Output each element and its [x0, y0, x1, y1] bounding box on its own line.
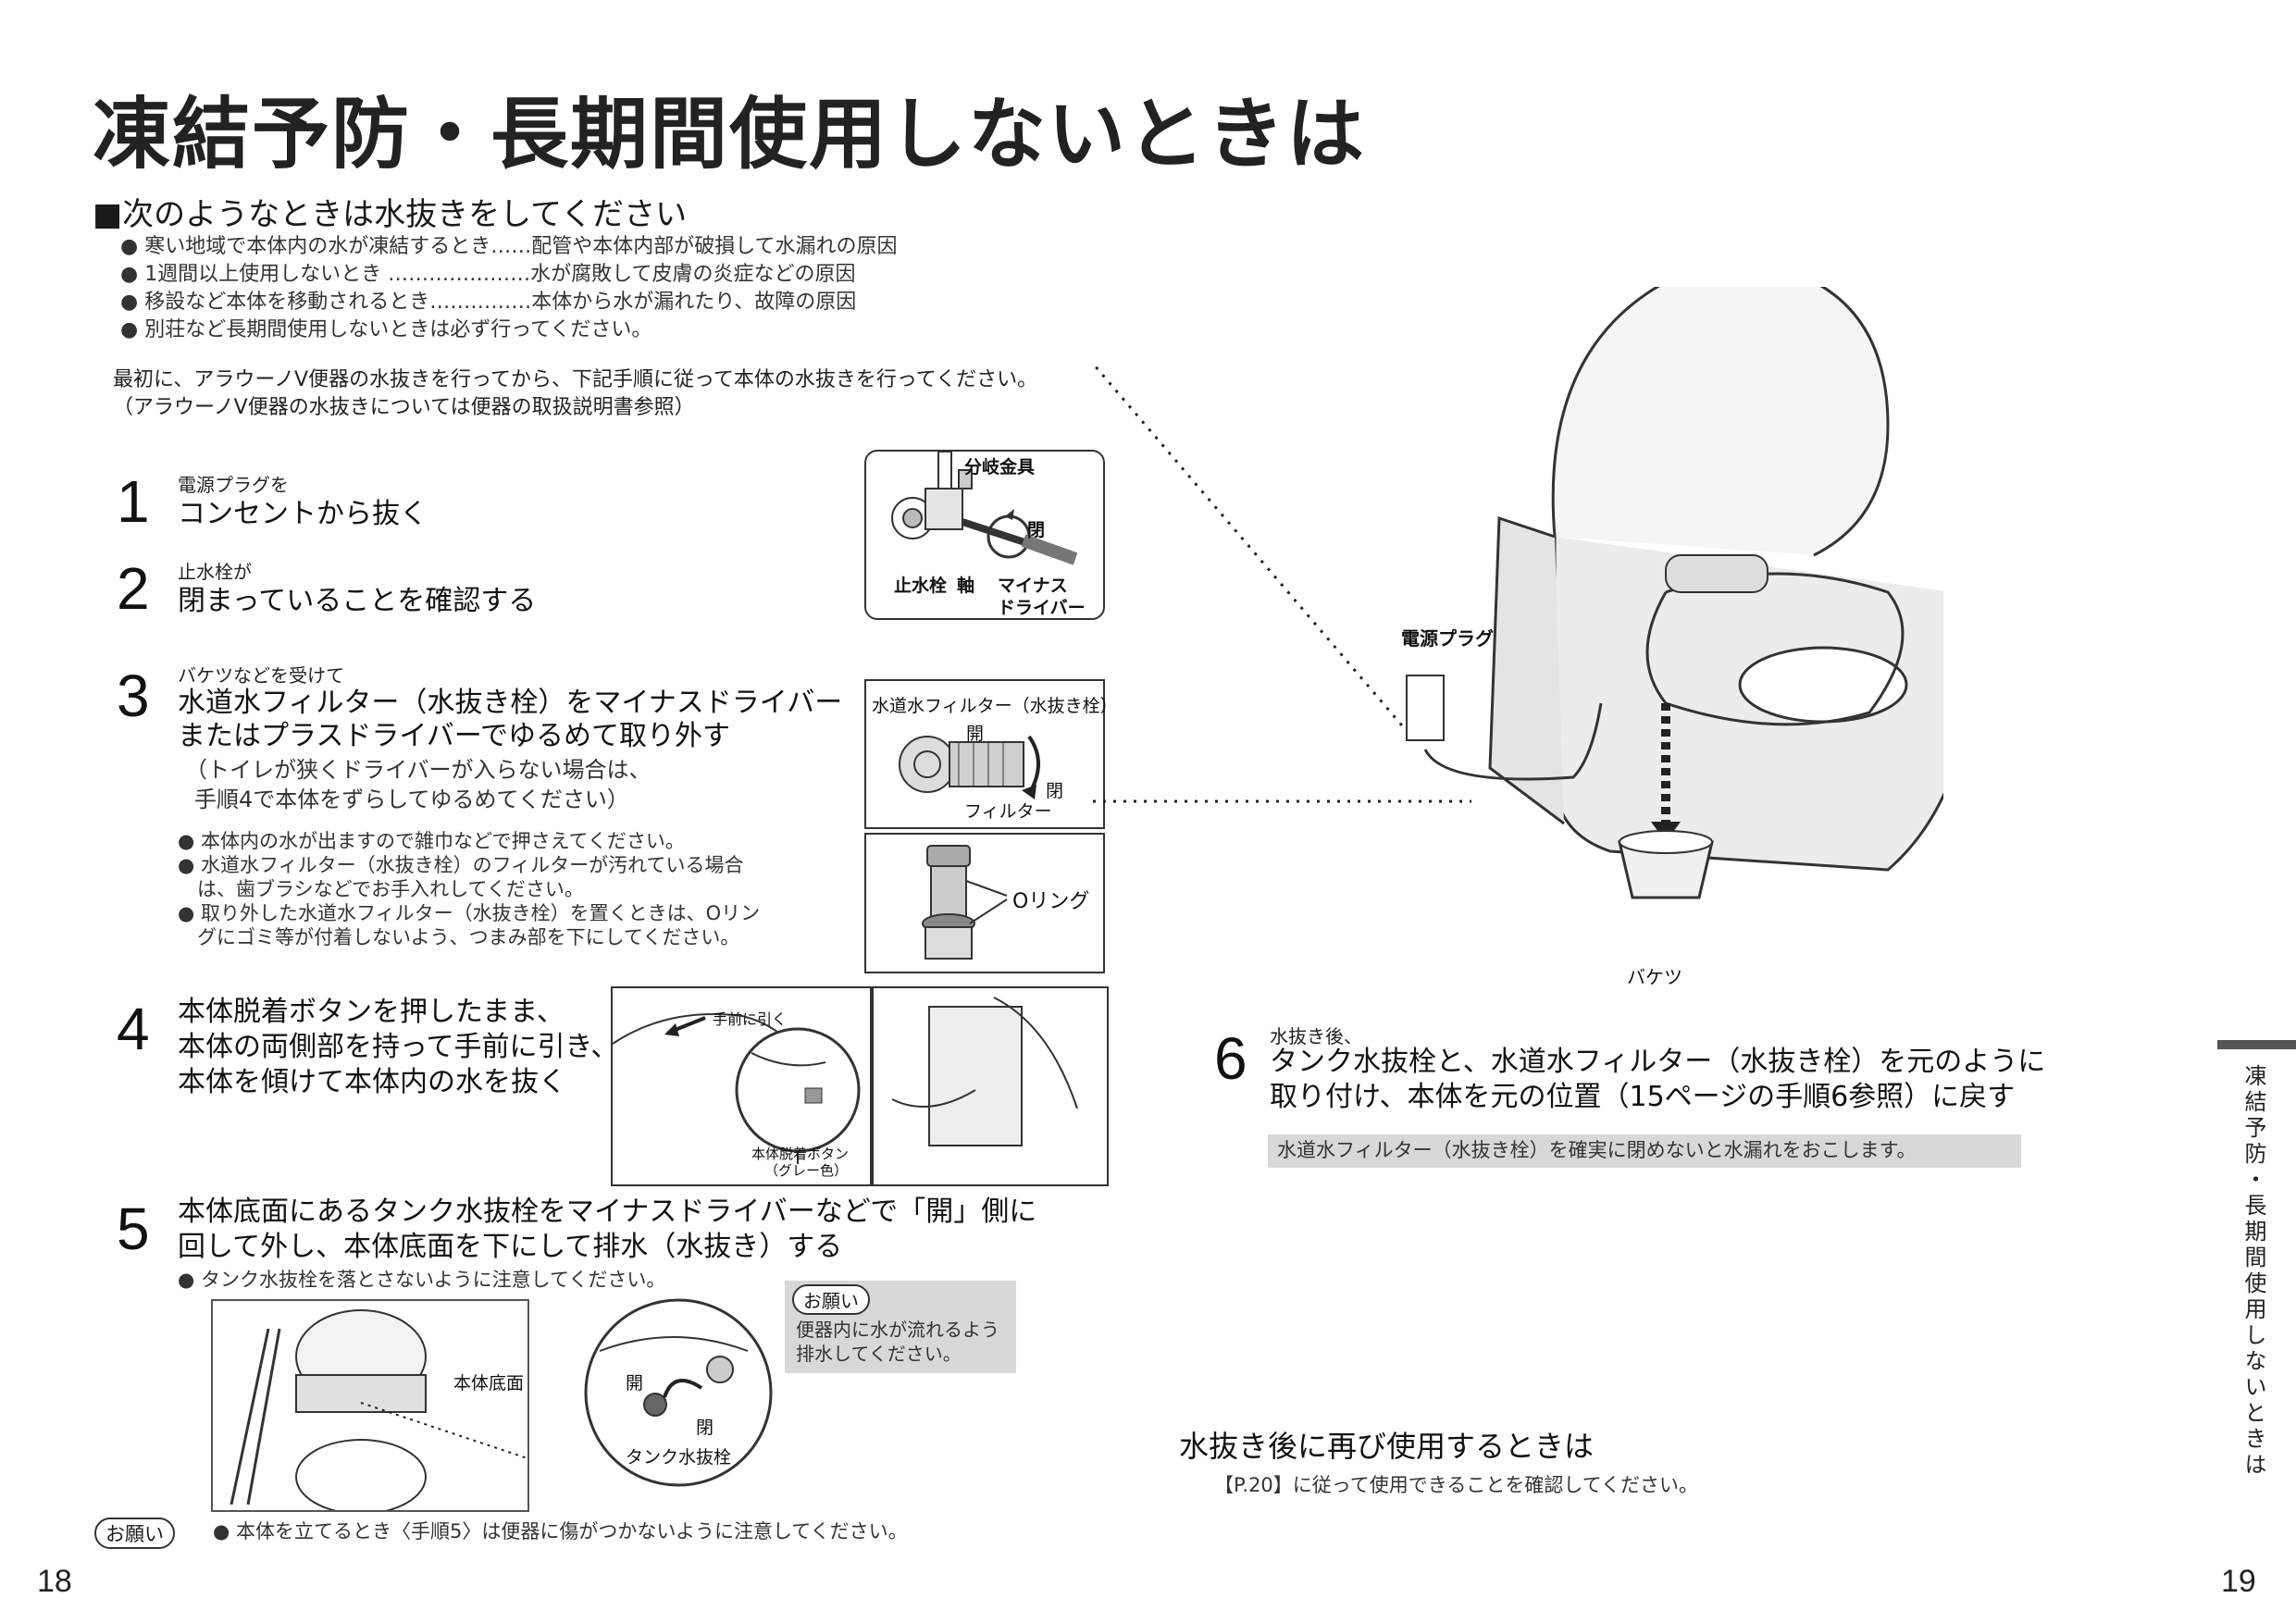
stop-valve-illustration: [864, 450, 1105, 620]
step-sub: 電源プラグを: [178, 474, 289, 496]
filter-illustration: [864, 679, 1105, 829]
tilt-drawing: [891, 997, 1078, 1146]
intro-line: （アラウーノV便器の水抜きについては便器の取扱説明書参照）: [113, 396, 695, 419]
label-shisuisen: 止水栓: [894, 576, 948, 596]
label-minus: ドライバー: [998, 598, 1086, 618]
onegai-text: 排水してください。: [796, 1343, 962, 1365]
oring-illustration: [864, 833, 1105, 973]
tilt-illustration: [872, 986, 1109, 1186]
step-number: 2: [117, 555, 150, 622]
label-close: 閉: [1046, 781, 1064, 801]
intro-line: 最初に、アラウーノV便器の水抜きを行ってから、下記手順に従って本体の水抜きを行っ…: [113, 368, 1038, 391]
step-sub: バケツなどを受けて: [178, 664, 344, 687]
condition-item: ● 別荘など長期間使用しないときは必ず行ってください。: [120, 318, 652, 341]
step-number: 6: [1214, 1025, 1247, 1092]
step-sub: 水抜き後、: [1270, 1025, 1362, 1047]
step-number: 3: [117, 663, 150, 729]
side-tab-bar: [2217, 1040, 2296, 1049]
condition-item: ● 移設など本体を移動されるとき……………本体から水が漏れたり、故障の原因: [120, 291, 857, 314]
step-main: 本体底面にあるタンク水抜栓をマイナスドライバーなどで「開」側に: [178, 1196, 1037, 1228]
step-main: 水道水フィルター（水抜き栓）をマイナスドライバー: [178, 687, 843, 719]
pull-drawing: [613, 1013, 861, 1164]
step-main: タンク水抜栓と、水道水フィルター（水抜き栓）を元のように: [1270, 1046, 2046, 1078]
step-main: 閉まっていることを確認する: [178, 585, 537, 617]
reuse-heading: 水抜き後に再び使用するときは: [1179, 1429, 1595, 1464]
label-oring: Oリング: [1012, 890, 1090, 913]
label-dengen: 電源プラグ: [1401, 627, 1494, 650]
step-number: 4: [117, 996, 150, 1062]
page-title: 凍結予防・長期間使用しないときは: [93, 89, 1367, 180]
step-main: コンセントから抜く: [178, 498, 428, 530]
step-number: 5: [117, 1196, 150, 1262]
label-button: 本体脱着ボタン: [751, 1146, 850, 1162]
label-filter: フィルター: [964, 801, 1052, 822]
bottom-note: ● 本体を立てるとき〈手順5〉は便器に傷がつかないように注意してください。: [213, 1520, 908, 1542]
step-note: ● タンク水抜栓を落とさないように注意してください。: [178, 1269, 666, 1291]
warning-bar: 水道水フィルター（水抜き栓）を確実に閉めないと水漏れをおこします。: [1268, 1134, 2021, 1168]
onegai-badge: お願い: [792, 1284, 870, 1315]
step-note: ● 本体内の水が出ますので雑巾などで押さえてください。: [178, 830, 685, 852]
label-tank: タンク水抜栓: [626, 1447, 732, 1468]
step-main: 本体を傾けて本体内の水を抜く: [178, 1066, 566, 1098]
label-bunki: 分岐金具: [964, 457, 1036, 477]
onegai-badge: お願い: [94, 1518, 175, 1549]
section-heading: ■次のようなときは水抜きをしてください: [93, 196, 688, 233]
step-main: 本体の両側部を持って手前に引き、: [178, 1031, 619, 1063]
oring-drawing: [922, 845, 1008, 960]
step-note: ● 水道水フィルター（水抜き栓）のフィルターが汚れている場合: [178, 854, 744, 876]
label-minus: マイナス: [998, 576, 1068, 596]
label-filter-title: 水道水フィルター（水抜き栓）: [872, 696, 1118, 716]
step-main: 本体脱着ボタンを押したまま、: [178, 996, 565, 1028]
reuse-text: 【P.20】に従って使用できることを確認してください。: [1214, 1474, 1699, 1496]
tank-valve-zoom: [584, 1298, 773, 1487]
condition-item: ● 寒い地域で本体内の水が凍結するとき……配管や本体内部が破損して水漏れの原因: [120, 235, 898, 258]
label-temae: 手前に引く: [713, 1010, 788, 1028]
step-main: 回して外し、本体底面を下にして排水（水抜き）する: [178, 1231, 843, 1263]
step-note: グにゴミ等が付着しないよう、つまみ部を下にしてください。: [178, 926, 740, 948]
label-bucket: バケツ: [1627, 966, 1682, 988]
step-sub: 止水栓が: [178, 561, 252, 583]
label-teimen: 本体底面: [453, 1373, 525, 1394]
label-open: 開: [626, 1373, 644, 1394]
page-number-right: 19: [2221, 1564, 2256, 1599]
page-number-left: 18: [37, 1564, 72, 1599]
stop-valve-drawing: [891, 452, 1078, 565]
step-note: は、歯ブラシなどでお手入れしてください。: [178, 878, 584, 900]
step-main: 取り付け、本体を元の位置（15ページの手順6参照）に戻す: [1270, 1081, 2016, 1113]
label-close: 閉: [696, 1418, 714, 1438]
filter-drawing: [899, 735, 1040, 799]
label-jiku: 軸: [957, 576, 975, 596]
side-tab-text: 凍結予防・長期間使用しないときは: [2240, 1064, 2266, 1479]
tank-bottom-drawing: [230, 1309, 527, 1510]
step-number: 1: [117, 468, 150, 535]
label-button-color: （グレー色）: [764, 1162, 849, 1179]
step-paren: 手順4で本体をずらしてゆるめてください）: [194, 787, 629, 812]
label-close: 閉: [1027, 520, 1046, 540]
onegai-text: 便器内に水が流れるよう: [796, 1319, 999, 1341]
toilet-illustration: [1092, 287, 1943, 899]
tank-bottom-illustration: [211, 1299, 529, 1512]
label-open: 開: [966, 724, 985, 744]
step-paren: （トイレが狭くドライバーが入らない場合は、: [185, 757, 652, 783]
step-main: またはプラスドライバーでゆるめて取り外す: [178, 720, 730, 752]
step-note: ● 取り外した水道水フィルター（水抜き栓）を置くときは、Oリン: [178, 902, 761, 924]
condition-item: ● 1週間以上使用しないとき …………………水が腐敗して皮膚の炎症などの原因: [120, 263, 856, 286]
pull-illustration: [611, 986, 872, 1186]
